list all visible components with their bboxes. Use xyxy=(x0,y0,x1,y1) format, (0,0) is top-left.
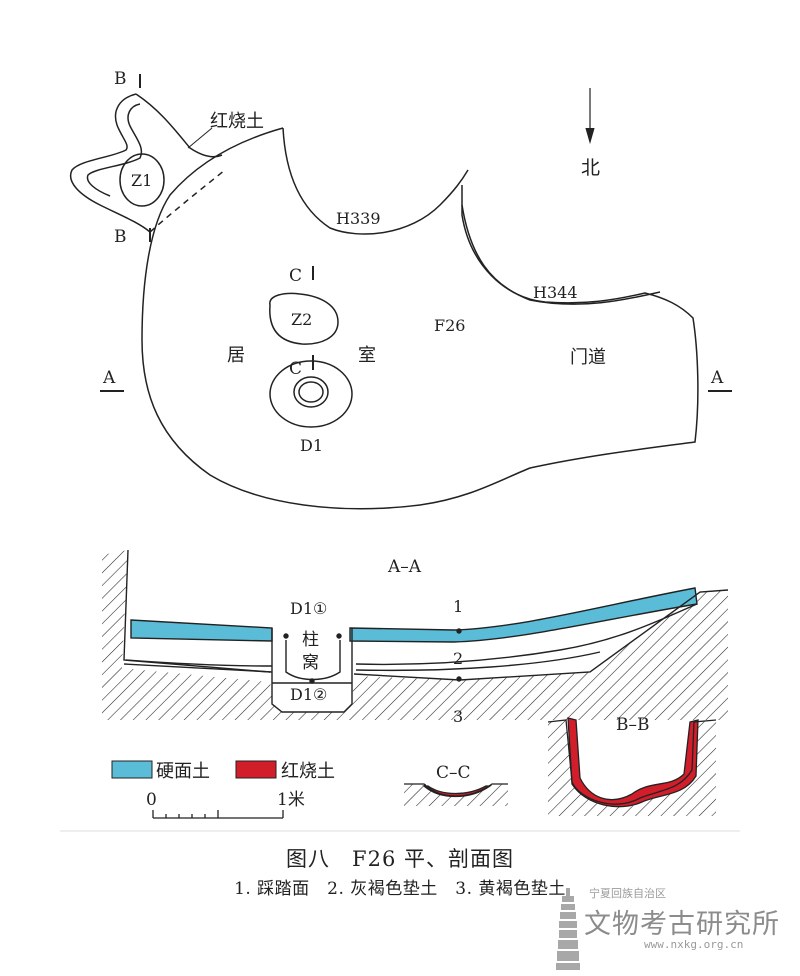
scale-one-m: 1米 xyxy=(277,790,305,810)
watermark-org: 宁夏回族自治区 xyxy=(589,887,666,900)
north-label: 北 xyxy=(581,157,600,179)
aa-hatch xyxy=(102,550,728,720)
scale-bar xyxy=(152,810,284,819)
cc-title: C–C xyxy=(436,763,471,783)
label-f26: F26 xyxy=(434,316,465,335)
bb-profile xyxy=(547,719,717,805)
label-burnt-soil: 红烧土 xyxy=(210,111,264,132)
z1-pit xyxy=(119,153,165,207)
h344-outline xyxy=(461,204,661,305)
house-outline xyxy=(141,127,699,510)
north-arrow-head xyxy=(585,127,595,145)
aa-title: A–A xyxy=(387,557,422,577)
d1-inner xyxy=(293,376,329,408)
section-aa-labels: A–A 1 2 3 D1① D1② 柱 窝 xyxy=(290,557,463,726)
label-h339: H339 xyxy=(336,209,381,228)
aa-dot-3 xyxy=(456,676,462,682)
legend-label-hard-soil: 硬面土 xyxy=(156,761,210,782)
z2-outline xyxy=(269,292,339,345)
label-room-ju: 居 xyxy=(227,345,245,366)
aa-dot-1 xyxy=(456,628,462,634)
d1-outer xyxy=(269,360,353,428)
bb-title: B–B xyxy=(616,715,650,735)
label-d1: D1 xyxy=(300,436,323,455)
label-z2: Z2 xyxy=(291,310,312,329)
mark-b-top: B xyxy=(114,69,127,89)
figure-caption-title: 图八 F26 平、剖面图 xyxy=(286,847,514,871)
mark-b-bottom: B xyxy=(114,227,127,247)
aa-profile xyxy=(123,549,729,681)
aa-label-zhu: 柱 xyxy=(302,630,319,650)
label-h344: H344 xyxy=(533,283,578,302)
aa-posthole xyxy=(271,628,353,713)
scale-zero: 0 xyxy=(146,790,157,810)
watermark: 宁夏回族自治区 文物考古研究所 www.nxkg.org.cn xyxy=(556,882,796,972)
burnt-soil-leader xyxy=(187,127,213,149)
label-z1: Z1 xyxy=(131,171,152,190)
figure-caption-legend: 1. 踩踏面 2. 灰褐色垫土 3. 黄褐色垫土 xyxy=(234,879,566,899)
aa-label-1: 1 xyxy=(453,597,463,616)
section-aa xyxy=(102,549,729,720)
label-doorway: 门道 xyxy=(570,347,606,368)
aa-dot-d1c xyxy=(309,678,315,684)
watermark-url: www.nxkg.org.cn xyxy=(644,938,744,951)
z1-inner xyxy=(86,103,143,197)
z1-outer xyxy=(69,93,223,233)
legend-swatch-hard-soil xyxy=(111,760,153,779)
aa-dot-d1a xyxy=(283,633,289,639)
mark-c-bottom: C xyxy=(289,359,302,379)
mark-c-top: C xyxy=(289,266,302,286)
burnt-soil-dashed xyxy=(149,169,226,233)
legend-label-burnt-soil: 红烧土 xyxy=(281,761,335,782)
legend: 硬面土 红烧土 xyxy=(111,760,335,782)
mark-a-left: A xyxy=(102,368,116,388)
aa-dot-d1b xyxy=(336,633,342,639)
plan-view xyxy=(69,74,732,510)
mark-a-right: A xyxy=(710,368,724,388)
aa-label-2: 2 xyxy=(453,649,463,668)
watermark-name: 文物考古研究所 xyxy=(584,909,780,940)
legend-swatch-burnt-soil xyxy=(235,760,277,779)
section-bb xyxy=(547,717,717,816)
h339-outline xyxy=(282,127,469,235)
aa-label-wo: 窝 xyxy=(302,653,319,673)
bb-burnt xyxy=(567,717,699,808)
pagoda-icon xyxy=(556,888,580,970)
d1-core xyxy=(298,381,324,403)
aa-label-d1-upper: D1① xyxy=(290,599,327,618)
cc-profile xyxy=(404,783,508,797)
plan-labels: 北 B B A A C C 红烧土 Z1 Z2 D1 H339 H344 F26… xyxy=(102,69,724,455)
aa-label-d1-lower: D1② xyxy=(290,685,327,704)
aa-label-3: 3 xyxy=(453,707,463,726)
section-cc xyxy=(404,783,508,806)
label-room-shi: 室 xyxy=(358,345,376,366)
